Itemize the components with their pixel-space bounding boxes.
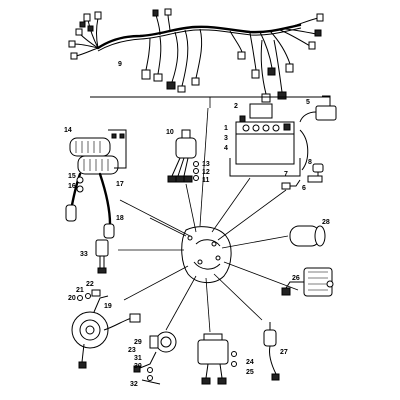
ignition-switch (167, 129, 199, 183)
condenser-28 (289, 225, 326, 247)
label-14: 14 (64, 127, 72, 134)
label-31: 31 (134, 355, 142, 362)
label-22: 22 (86, 281, 94, 288)
label-29: 29 (134, 339, 142, 346)
sensor-27 (263, 322, 280, 381)
label-21: 21 (76, 287, 84, 294)
label-1: 1 (224, 125, 228, 132)
label-9: 9 (118, 61, 122, 68)
wire-harness (68, 8, 324, 103)
label-17: 17 (116, 181, 124, 188)
label-8: 8 (308, 159, 312, 166)
label-23: 23 (128, 347, 136, 354)
label-24: 24 (246, 359, 254, 366)
label-10: 10 (166, 129, 174, 136)
label-11: 11 (202, 177, 210, 184)
fuse-regulator-assembly (281, 95, 337, 190)
label-33: 33 (80, 251, 88, 258)
relay-33 (95, 239, 109, 274)
starter-relay (197, 333, 237, 385)
label-7: 7 (284, 171, 288, 178)
label-30: 30 (134, 363, 142, 370)
leader-lines (118, 107, 299, 333)
label-32: 32 (130, 381, 138, 388)
label-25: 25 (246, 369, 254, 376)
label-4: 4 (224, 145, 228, 152)
label-20: 20 (68, 295, 76, 302)
label-12: 12 (202, 169, 210, 176)
horn-assembly (71, 289, 141, 369)
label-27: 27 (280, 349, 288, 356)
label-3: 3 (224, 135, 228, 142)
label-28: 28 (322, 219, 330, 226)
label-2: 2 (234, 103, 238, 110)
flasher-relay (133, 331, 177, 385)
label-26: 26 (292, 275, 300, 282)
rectifier-26 (281, 267, 334, 297)
frame-outline (181, 226, 232, 283)
battery-assembly (229, 103, 309, 177)
label-5: 5 (306, 99, 310, 106)
label-15: 15 (68, 173, 76, 180)
label-19: 19 (104, 303, 112, 310)
label-6: 6 (302, 185, 306, 192)
ignition-coil-assembly (65, 129, 127, 239)
label-13: 13 (202, 161, 210, 168)
label-16: 16 (68, 183, 76, 190)
label-18: 18 (116, 215, 124, 222)
